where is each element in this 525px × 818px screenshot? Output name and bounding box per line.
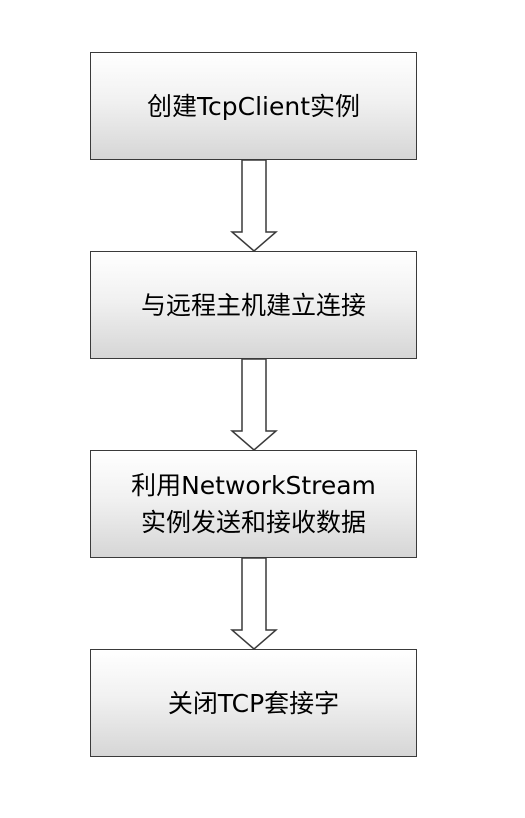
step-label-line-1: 利用NetworkStream	[131, 471, 376, 500]
step-label: 与远程主机建立连接	[140, 290, 366, 320]
step-box-send-receive: 利用NetworkStream 实例发送和接收数据	[90, 450, 417, 558]
step-box-create-client: 创建TcpClient实例	[90, 52, 417, 160]
down-arrow-icon	[230, 160, 278, 252]
step-label-line-2: 实例发送和接收数据	[140, 508, 366, 537]
step-box-connect-host: 与远程主机建立连接	[90, 251, 417, 359]
step-label: 创建TcpClient实例	[146, 91, 360, 121]
step-label: 关闭TCP套接字	[167, 688, 340, 718]
down-arrow-icon	[230, 558, 278, 650]
down-arrow-icon	[230, 359, 278, 451]
step-box-close-socket: 关闭TCP套接字	[90, 649, 417, 757]
